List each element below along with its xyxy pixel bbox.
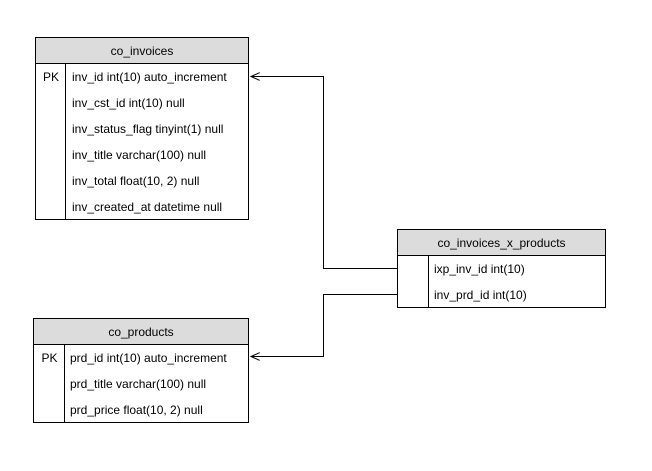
table-header: co_products: [34, 319, 248, 345]
table-row[interactable]: inv_title varchar(100) null: [36, 142, 248, 168]
column-definition: inv_title varchar(100) null: [72, 148, 207, 162]
table-row[interactable]: inv_prd_id int(10): [398, 282, 605, 308]
table-row[interactable]: inv_created_at datetime null: [36, 194, 248, 220]
table-co-invoices-x-products[interactable]: co_invoices_x_products ixp_inv_id int(10…: [397, 229, 606, 308]
column-definition: inv_id int(10) auto_increment: [72, 70, 227, 84]
primary-key-label: PK: [41, 351, 58, 365]
fk-product-connector: [251, 294, 398, 357]
table-co-products[interactable]: co_products PK prd_id int(10) auto_incre…: [33, 318, 249, 423]
table-row[interactable]: inv_status_flag tinyint(1) null: [36, 116, 248, 142]
table-row[interactable]: PK prd_id int(10) auto_increment: [34, 345, 248, 371]
column-definition: ixp_inv_id int(10): [434, 262, 525, 276]
table-row[interactable]: prd_title varchar(100) null: [34, 371, 248, 397]
table-row[interactable]: inv_cst_id int(10) null: [36, 90, 248, 116]
table-row[interactable]: ixp_inv_id int(10): [398, 256, 605, 282]
table-co-invoices[interactable]: co_invoices PK inv_id int(10) auto_incre…: [35, 37, 249, 220]
column-definition: prd_title varchar(100) null: [70, 377, 207, 391]
column-definition: inv_cst_id int(10) null: [72, 96, 185, 110]
table-header: co_invoices_x_products: [398, 230, 605, 256]
column-definition: prd_price float(10, 2) null: [70, 403, 203, 417]
column-definition: inv_created_at datetime null: [72, 200, 223, 214]
column-definition: prd_id int(10) auto_increment: [70, 351, 227, 365]
column-definition: inv_prd_id int(10): [434, 288, 527, 302]
column-definition: inv_status_flag tinyint(1) null: [72, 122, 224, 136]
column-definition: inv_total float(10, 2) null: [72, 174, 200, 188]
table-row[interactable]: inv_total float(10, 2) null: [36, 168, 248, 194]
table-row[interactable]: PK inv_id int(10) auto_increment: [36, 64, 248, 90]
fk-invoice-connector: [251, 77, 398, 269]
table-row[interactable]: prd_price float(10, 2) null: [34, 397, 248, 423]
primary-key-label: PK: [42, 70, 59, 84]
table-header: co_invoices: [36, 38, 248, 64]
